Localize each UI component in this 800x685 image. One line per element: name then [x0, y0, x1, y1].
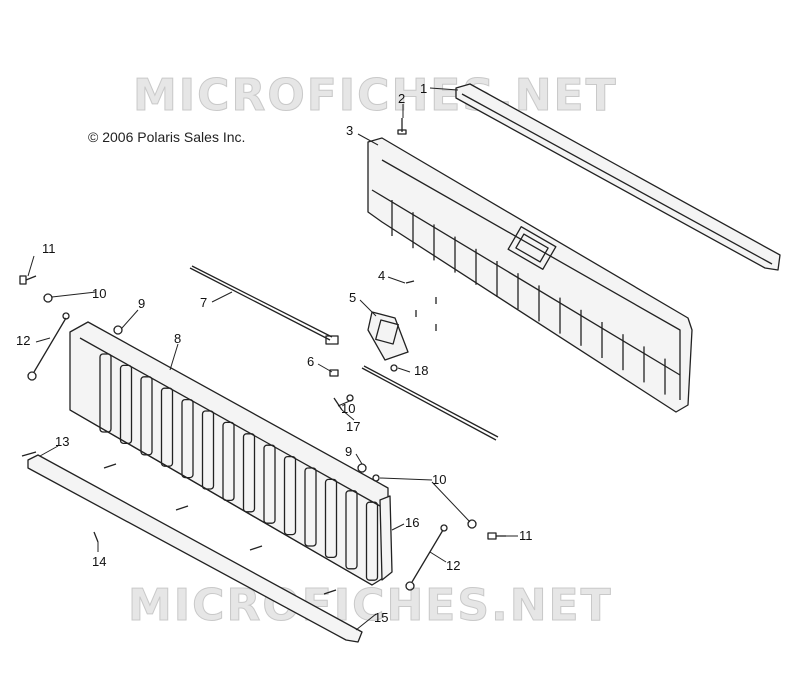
callout-18: 18	[414, 363, 428, 378]
callout-17: 17	[346, 419, 360, 434]
part-rod-lower	[361, 365, 499, 441]
panel-slot	[242, 433, 256, 513]
panel-slot	[222, 421, 235, 502]
part-7-rod	[189, 265, 339, 345]
callout-10-right: 10	[432, 472, 446, 487]
callout-13: 13	[55, 434, 69, 449]
hardware-fasteners	[19, 118, 506, 595]
callout-15: 15	[374, 610, 388, 625]
part-15-lower-rod	[27, 454, 363, 643]
panel-slot	[99, 353, 112, 433]
part-12-cable-left	[27, 312, 70, 381]
callout-12-right: 12	[446, 558, 460, 573]
leader-lines	[27, 87, 518, 631]
copyright-text: © 2006 Polaris Sales Inc.	[88, 129, 245, 145]
watermark-top: MICROFICHES.NET	[133, 70, 618, 121]
callout-4: 4	[378, 268, 385, 283]
part-8-outer-panel	[69, 321, 389, 586]
part-5-latch	[367, 311, 409, 361]
callout-11-right: 11	[519, 528, 533, 543]
panel-slot	[263, 444, 276, 524]
panel-slot	[119, 364, 133, 445]
callout-11-left: 11	[42, 241, 56, 256]
callout-9-right: 9	[345, 444, 352, 459]
panel-slot	[324, 478, 338, 559]
panel-slot	[140, 376, 153, 456]
callout-9-left: 9	[138, 296, 145, 311]
part-12-cable-right	[405, 524, 448, 591]
callout-12-left: 12	[16, 333, 30, 348]
callout-8: 8	[174, 331, 181, 346]
callout-2: 2	[398, 91, 405, 106]
callouts: 1 2 3 4 5 6 7 8 9 9 10 10 10 11 11 12 12…	[16, 81, 533, 625]
panel-slot	[160, 387, 174, 467]
callout-14: 14	[92, 554, 106, 569]
part-3-inner-panel	[367, 137, 693, 413]
part-1-top-rail	[455, 83, 781, 271]
callout-10-middle: 10	[341, 401, 355, 416]
callout-5: 5	[349, 290, 356, 305]
callout-3: 3	[346, 123, 353, 138]
callout-6: 6	[307, 354, 314, 369]
part-16-end-strip	[379, 495, 393, 581]
callout-10-left: 10	[92, 286, 106, 301]
panel-slot	[304, 467, 317, 547]
callout-7: 7	[200, 295, 207, 310]
panel-slot	[181, 398, 194, 479]
callout-1: 1	[420, 81, 427, 96]
panel-slot	[201, 410, 215, 490]
panel-slot	[365, 501, 379, 581]
watermark-bottom: MICROFICHES.NET	[128, 580, 613, 631]
callout-16: 16	[405, 515, 419, 530]
panel-slot	[345, 490, 358, 570]
panel-slot	[283, 455, 297, 536]
